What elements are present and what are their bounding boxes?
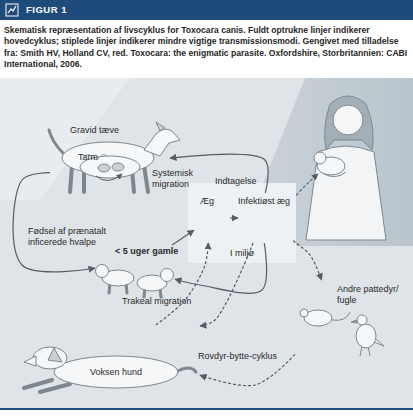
child-illustration (306, 96, 386, 240)
node-label: Æg (200, 196, 214, 207)
adult-dog-illustration (24, 347, 196, 392)
light-wedge (0, 78, 130, 200)
environment-box: I miljø Æg Infektiøst æg (188, 183, 296, 263)
process-label: Systemisk migration (152, 168, 198, 189)
node-label: Voksen hund (90, 367, 142, 378)
host-node: < 5 uger gamle (95, 245, 175, 295)
main-cycle-arrow (175, 243, 267, 293)
organ-label: Tarm (78, 152, 98, 163)
minor-transmission-arrow (293, 241, 322, 280)
main-cycle-arrow (13, 173, 95, 272)
node-label: Infektiøst æg (238, 196, 290, 207)
edge-label: Indtagelse (215, 176, 257, 187)
header-bar (0, 0, 413, 20)
edge-label: Rovdyr-bytte-cyklus (198, 351, 277, 362)
figure-title: FIGUR 1 (26, 4, 67, 15)
main-cycle-arrow (172, 230, 194, 245)
node-label: Andre pattedyr/ fugle (337, 284, 401, 305)
stage-node: Æg (194, 193, 230, 243)
bird-illustration (351, 315, 384, 356)
diagram-background (0, 78, 413, 408)
mouse-illustration (300, 309, 350, 326)
minor-transmission-arrow (156, 243, 208, 325)
node-label: I miljø (188, 248, 296, 259)
edge-label: Fødsel af prænatalt inficerede hvalpe (28, 226, 120, 247)
node-label: Gravid tæve (70, 125, 119, 136)
figure-caption: Skematisk repræsentation af livscyklus f… (4, 25, 409, 70)
stage-node: Infektiøst æg (238, 193, 293, 243)
transmission-leader (293, 174, 318, 199)
node-label: < 5 uger gamle (115, 246, 178, 257)
puppies-illustration (96, 265, 174, 298)
minor-transmission-arrow (200, 243, 253, 326)
bottom-rule (0, 408, 413, 410)
host-node: Voksen hund (30, 325, 200, 395)
host-node: Andre pattedyr/ fugle (295, 280, 385, 360)
edge-label: Trakeal migration (122, 296, 191, 307)
chart-icon (6, 4, 18, 16)
main-cycle-arrow (230, 217, 238, 218)
